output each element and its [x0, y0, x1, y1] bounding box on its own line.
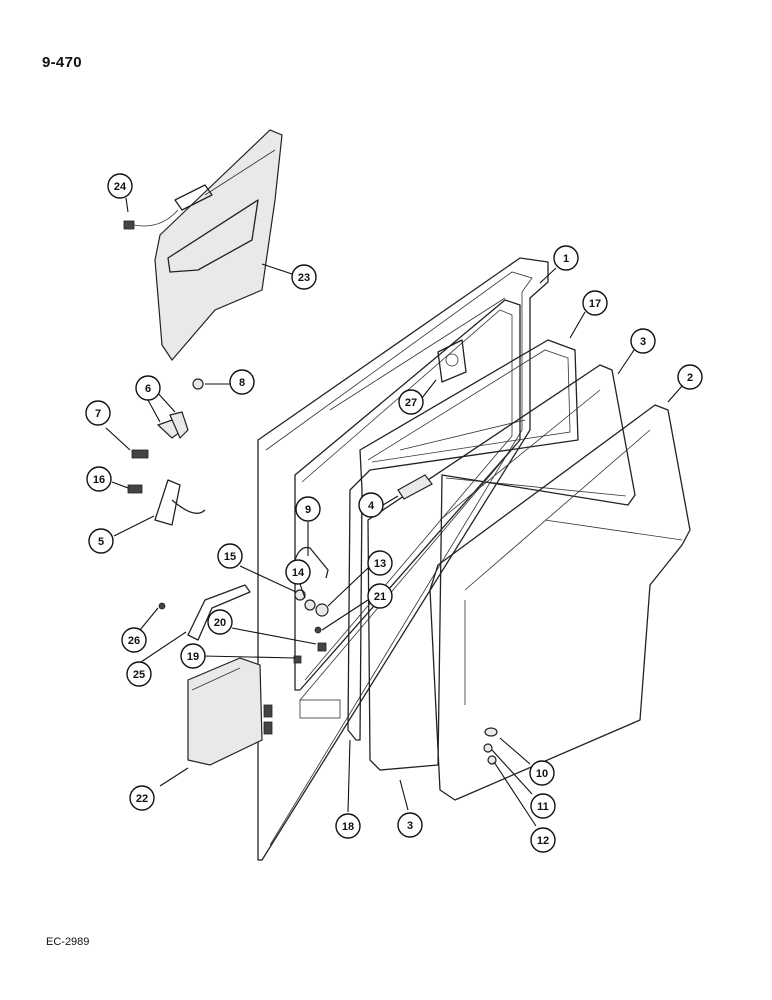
callout-12: 12 — [530, 827, 556, 853]
svg-text:14: 14 — [292, 567, 305, 579]
svg-text:27: 27 — [405, 397, 417, 409]
svg-text:24: 24 — [114, 181, 127, 193]
svg-text:6: 6 — [145, 383, 151, 395]
svg-text:2: 2 — [687, 372, 693, 384]
svg-text:3: 3 — [640, 336, 646, 348]
bottom-fasteners — [483, 727, 498, 765]
svg-text:11: 11 — [537, 801, 549, 813]
hinge-components — [127, 378, 204, 494]
svg-text:5: 5 — [98, 536, 104, 548]
callout-3-top: 3 — [630, 328, 656, 354]
glass-panel-outer — [429, 404, 691, 801]
svg-text:21: 21 — [374, 591, 386, 603]
leader-lines — [105, 197, 683, 827]
svg-text:12: 12 — [537, 835, 549, 847]
door-trim-panel — [154, 129, 283, 361]
svg-text:19: 19 — [187, 651, 199, 663]
sticker — [437, 339, 467, 383]
callout-9: 9 — [295, 496, 321, 522]
page-number: 9-470 — [42, 54, 82, 71]
callout-27: 27 — [398, 389, 424, 415]
callout-2: 2 — [677, 364, 703, 390]
callout-21: 21 — [367, 583, 393, 609]
svg-text:18: 18 — [342, 821, 354, 833]
callout-14: 14 — [285, 559, 311, 585]
window-seal — [347, 339, 579, 741]
svg-text:16: 16 — [93, 474, 105, 486]
callout-20: 20 — [207, 609, 233, 635]
svg-text:3: 3 — [407, 820, 413, 832]
armrest — [187, 657, 263, 766]
svg-text:25: 25 — [133, 669, 145, 681]
lock-components — [293, 589, 329, 664]
door-frame — [257, 257, 549, 861]
svg-text:1: 1 — [563, 253, 569, 265]
svg-text:26: 26 — [128, 635, 140, 647]
svg-text:20: 20 — [214, 617, 226, 629]
svg-text:23: 23 — [298, 272, 310, 284]
callout-7: 7 — [85, 400, 111, 426]
inner-handle — [397, 474, 433, 500]
callout-4: 4 — [358, 492, 384, 518]
callout-11: 11 — [530, 793, 556, 819]
svg-text:22: 22 — [136, 793, 148, 805]
callout-18: 18 — [335, 813, 361, 839]
hinge-bracket — [154, 479, 206, 526]
svg-text:8: 8 — [239, 377, 245, 389]
callout-13: 13 — [367, 550, 393, 576]
callout-1: 1 — [553, 245, 579, 271]
callout-23: 23 — [291, 264, 317, 290]
trim-screw — [123, 209, 179, 230]
figure-code: EC-2989 — [46, 936, 90, 948]
svg-text:13: 13 — [374, 558, 386, 570]
callout-3-bottom: 3 — [397, 812, 423, 838]
callout-8: 8 — [229, 369, 255, 395]
interior-pull — [158, 584, 251, 641]
callout-6: 6 — [135, 375, 161, 401]
callout-22: 22 — [129, 785, 155, 811]
door-handle — [294, 546, 329, 579]
callout-5: 5 — [88, 528, 114, 554]
svg-text:9: 9 — [305, 504, 311, 516]
callout-19: 19 — [180, 643, 206, 669]
svg-text:17: 17 — [589, 298, 601, 310]
callout-26: 26 — [121, 627, 147, 653]
svg-text:15: 15 — [224, 551, 236, 563]
callout-25: 25 — [126, 661, 152, 687]
callout-17: 17 — [582, 290, 608, 316]
callout-15: 15 — [217, 543, 243, 569]
callout-10: 10 — [529, 760, 555, 786]
glass-panel-inner — [367, 364, 636, 771]
svg-text:10: 10 — [536, 768, 548, 780]
callout-24: 24 — [107, 173, 133, 199]
svg-text:4: 4 — [368, 500, 375, 512]
svg-text:7: 7 — [95, 408, 101, 420]
callout-16: 16 — [86, 466, 112, 492]
